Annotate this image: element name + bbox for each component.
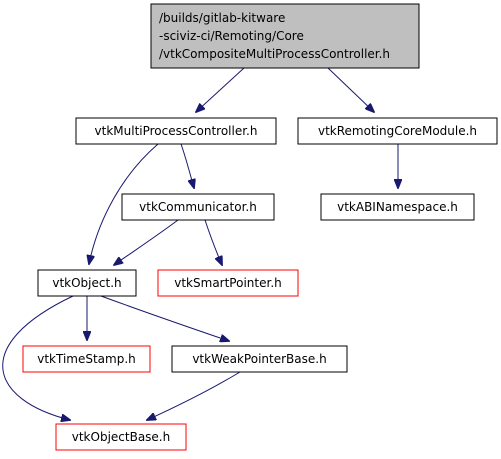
edge-obj-ob xyxy=(2,295,74,420)
node-label-ts: vtkTimeStamp.h xyxy=(37,352,136,366)
node-label-sp: vtkSmartPointer.h xyxy=(174,276,281,290)
edge-mpc-obj xyxy=(89,143,159,264)
node-box-comm xyxy=(121,193,275,221)
node-ts[interactable]: vtkTimeStamp.h xyxy=(22,345,151,373)
node-box-ob xyxy=(55,423,187,451)
edge-comm-sp xyxy=(204,219,222,265)
edges-layer xyxy=(2,67,398,420)
node-label-root-line-1: -sciviz-ci/Remoting/Core xyxy=(159,29,304,43)
edge-root-mpc xyxy=(196,67,245,112)
edge-mpc-comm xyxy=(180,143,194,188)
node-wpb[interactable]: vtkWeakPointerBase.h xyxy=(171,345,348,373)
node-box-mpc xyxy=(75,117,277,145)
nodes-layer: /builds/gitlab-kitware -sciviz-ci/Remotin… xyxy=(22,3,498,451)
node-label-comm: vtkCommunicator.h xyxy=(139,200,257,214)
node-mpc[interactable]: vtkMultiProcessController.h xyxy=(75,117,277,145)
edge-obj-wpb xyxy=(100,295,229,341)
node-root: /builds/gitlab-kitware -sciviz-ci/Remotin… xyxy=(150,3,420,69)
node-box-wpb xyxy=(171,345,348,373)
node-box-abi xyxy=(320,193,475,221)
node-comm[interactable]: vtkCommunicator.h xyxy=(121,193,275,221)
node-label-mpc: vtkMultiProcessController.h xyxy=(95,124,258,138)
edge-root-rcm xyxy=(327,67,374,112)
node-label-ob: vtkObjectBase.h xyxy=(72,430,170,444)
node-sp[interactable]: vtkSmartPointer.h xyxy=(157,269,299,297)
edge-wpb-ob xyxy=(147,371,241,420)
node-label-wpb: vtkWeakPointerBase.h xyxy=(192,352,326,366)
node-box-root xyxy=(150,3,420,69)
node-box-sp xyxy=(157,269,299,297)
edge-comm-obj xyxy=(114,219,179,265)
node-rcm[interactable]: vtkRemotingCoreModule.h xyxy=(297,117,498,145)
node-box-ts xyxy=(22,345,151,373)
node-label-root-line-0: /builds/gitlab-kitware xyxy=(159,11,285,25)
node-label-root-line-2: /vtkCompositeMultiProcessController.h xyxy=(159,47,390,61)
node-label-abi: vtkABINamespace.h xyxy=(337,200,458,214)
node-ob[interactable]: vtkObjectBase.h xyxy=(55,423,187,451)
node-box-rcm xyxy=(297,117,498,145)
node-abi[interactable]: vtkABINamespace.h xyxy=(320,193,475,221)
node-label-obj: vtkObject.h xyxy=(52,276,121,290)
node-box-obj xyxy=(37,269,137,297)
node-obj[interactable]: vtkObject.h xyxy=(37,269,137,297)
node-label-rcm: vtkRemotingCoreModule.h xyxy=(318,124,477,138)
